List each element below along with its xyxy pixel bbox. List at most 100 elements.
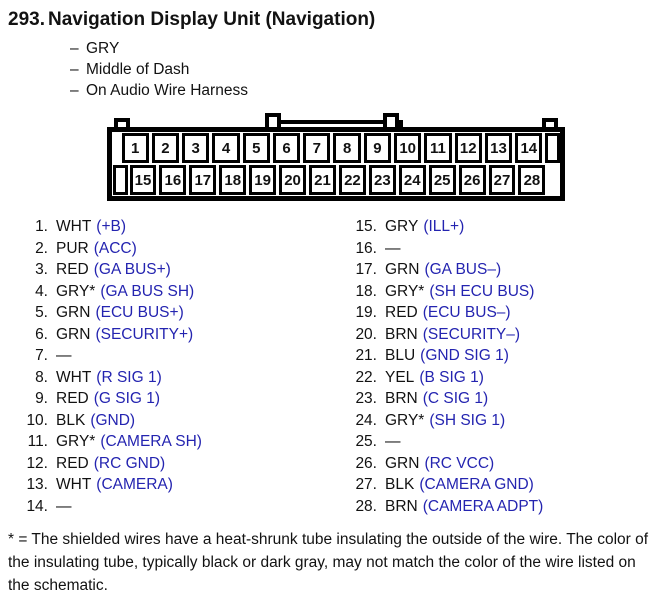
pin-signal-name: (SH SIG 1) — [429, 411, 506, 429]
pin-row: 1.WHT(+B) — [22, 216, 349, 238]
pin-row: 19.RED(ECU BUS–) — [349, 302, 646, 324]
pin-row: 13. WHT(CAMERA) — [22, 474, 349, 496]
pin-number: 28. — [355, 497, 377, 515]
pin-signal-name: (SECURITY+) — [95, 325, 194, 343]
pin-number: 2. — [35, 239, 48, 257]
connector-pin-cell: 25 — [428, 165, 456, 195]
pin-number: 14. — [26, 497, 48, 515]
bullet-dash-icon: – — [70, 82, 79, 99]
pin-wire-color: GRN — [56, 304, 91, 321]
pin-wire-color: GRN — [56, 325, 91, 343]
connector-pin-cell: 5 — [242, 133, 270, 163]
pin-row: 14. — — [22, 496, 349, 518]
pin-wire-color: — — [56, 497, 72, 515]
pin-signal-name: (C SIG 1) — [422, 390, 489, 407]
pin-row: 22.YEL(B SIG 1) — [349, 367, 646, 389]
pin-row: 9.RED(G SIG 1) — [22, 388, 349, 410]
shielded-wire-footnote: * = The shielded wires have a heat-shrun… — [8, 531, 649, 594]
connector-pin-cell: 15 — [129, 165, 157, 195]
pin-number: 19. — [355, 304, 377, 321]
pin-wire-color: RED — [56, 261, 89, 278]
pin-row: 26. GRN(RC VCC) — [349, 453, 646, 475]
pin-wire-color: BLK — [56, 411, 86, 429]
connector-pin-cell: 7 — [303, 133, 331, 163]
connector-blank-cell — [113, 165, 128, 195]
pin-number: 15. — [355, 218, 377, 235]
connector-pin-cell: 24 — [398, 165, 426, 195]
connector-pin-cell: 28 — [518, 165, 546, 195]
pin-signal-name: (RC GND) — [93, 454, 166, 472]
header-attribute: –GRY — [70, 38, 646, 59]
pin-row: 2.PUR(ACC) — [22, 238, 349, 260]
connector-pin-cell: 19 — [249, 165, 277, 195]
header-attributes: –GRY–Middle of Dash–On Audio Wire Harnes… — [70, 38, 646, 101]
pin-row: 18. GRY*(SH ECU BUS) — [349, 281, 646, 303]
connector-pin-cell: 21 — [309, 165, 336, 195]
pin-wire-color: GRY* — [385, 411, 425, 429]
pin-number: 27. — [355, 476, 377, 493]
pin-wire-color: BRN — [385, 497, 418, 515]
connector-pin-cell: 6 — [272, 133, 301, 163]
pin-number: 20. — [355, 325, 377, 343]
pin-list-right-column: 15.GRY(ILL+)16.—17.GRN(GA BUS–)18.GRY*(S… — [349, 216, 646, 517]
pin-number: 25. — [355, 433, 377, 450]
pin-signal-name: (ECU BUS–) — [422, 304, 511, 321]
pin-wire-color: GRN — [385, 454, 420, 472]
bullet-dash-icon: – — [70, 61, 79, 78]
pin-row: 5.GRN(ECU BUS+) — [22, 302, 349, 324]
header-attribute: –On Audio Wire Harness — [70, 80, 646, 101]
pin-signal-name: (GA BUS–) — [424, 261, 502, 278]
connector-pin-cell: 2 — [151, 133, 180, 163]
pin-number: 18. — [355, 282, 377, 300]
pin-wire-color: — — [56, 347, 72, 364]
pin-signal-name: (+B) — [96, 218, 127, 235]
pin-number: 6. — [35, 325, 48, 343]
pin-number: 23. — [355, 390, 377, 407]
pin-row: 20.BRN(SECURITY–) — [349, 324, 646, 346]
pin-number: 7. — [35, 347, 48, 364]
pin-number: 26. — [355, 454, 377, 472]
pin-number: 16. — [355, 239, 377, 257]
pin-row: 12. RED(RC GND) — [22, 453, 349, 475]
pin-number: 22. — [355, 368, 377, 386]
pin-number: 11. — [27, 433, 48, 450]
pin-number: 13. — [26, 476, 48, 493]
connector-pin-cell: 8 — [333, 133, 361, 163]
pin-number: 12. — [26, 454, 48, 472]
pin-wire-color: WHT — [56, 218, 92, 235]
connector-pin-cell: 1 — [121, 133, 149, 163]
bullet-dash-icon: – — [70, 40, 79, 57]
header-attribute-label: GRY — [86, 40, 120, 57]
pin-signal-name: (RC VCC) — [424, 454, 495, 472]
pin-signal-name: (CAMERA) — [96, 476, 173, 493]
pin-number: 5. — [35, 304, 48, 321]
pin-wire-color: GRN — [385, 261, 420, 278]
pin-signal-name: (CAMERA SH) — [100, 433, 202, 450]
pin-signal-name: (CAMERA ADPT) — [422, 497, 544, 515]
pin-row: 16.— — [349, 238, 646, 260]
connector-pin-cell: 3 — [182, 133, 210, 163]
pin-wire-color: GRY* — [385, 282, 425, 300]
pin-number: 3. — [35, 261, 48, 278]
connector-pin-cell: 10 — [394, 133, 422, 163]
pin-signal-name: (SH ECU BUS) — [429, 282, 535, 300]
connector-pin-cell: 23 — [368, 165, 396, 195]
pin-list: 1.WHT(+B)2.PUR(ACC)3.RED(GA BUS+)4.GRY*(… — [8, 216, 646, 517]
pin-number: 9. — [35, 390, 48, 407]
pin-number: 10. — [26, 411, 48, 429]
pin-wire-color: WHT — [56, 476, 92, 493]
pin-wire-color: BLK — [385, 476, 415, 493]
pin-row: 28. BRN(CAMERA ADPT) — [349, 496, 646, 518]
pin-number: 4. — [35, 282, 48, 300]
entry-title: Navigation Display Unit (Navigation) — [48, 9, 376, 30]
pin-signal-name: (ACC) — [93, 239, 137, 257]
pin-wire-color: GRY* — [56, 433, 96, 450]
pin-row: 7. — — [22, 345, 349, 367]
pin-wire-color: RED — [56, 454, 89, 472]
pin-row: 15.GRY(ILL+) — [349, 216, 646, 238]
connector-pin-cell: 4 — [212, 133, 240, 163]
pin-row: 11. GRY*(CAMERA SH) — [22, 431, 349, 453]
header-attribute-label: Middle of Dash — [86, 61, 190, 78]
